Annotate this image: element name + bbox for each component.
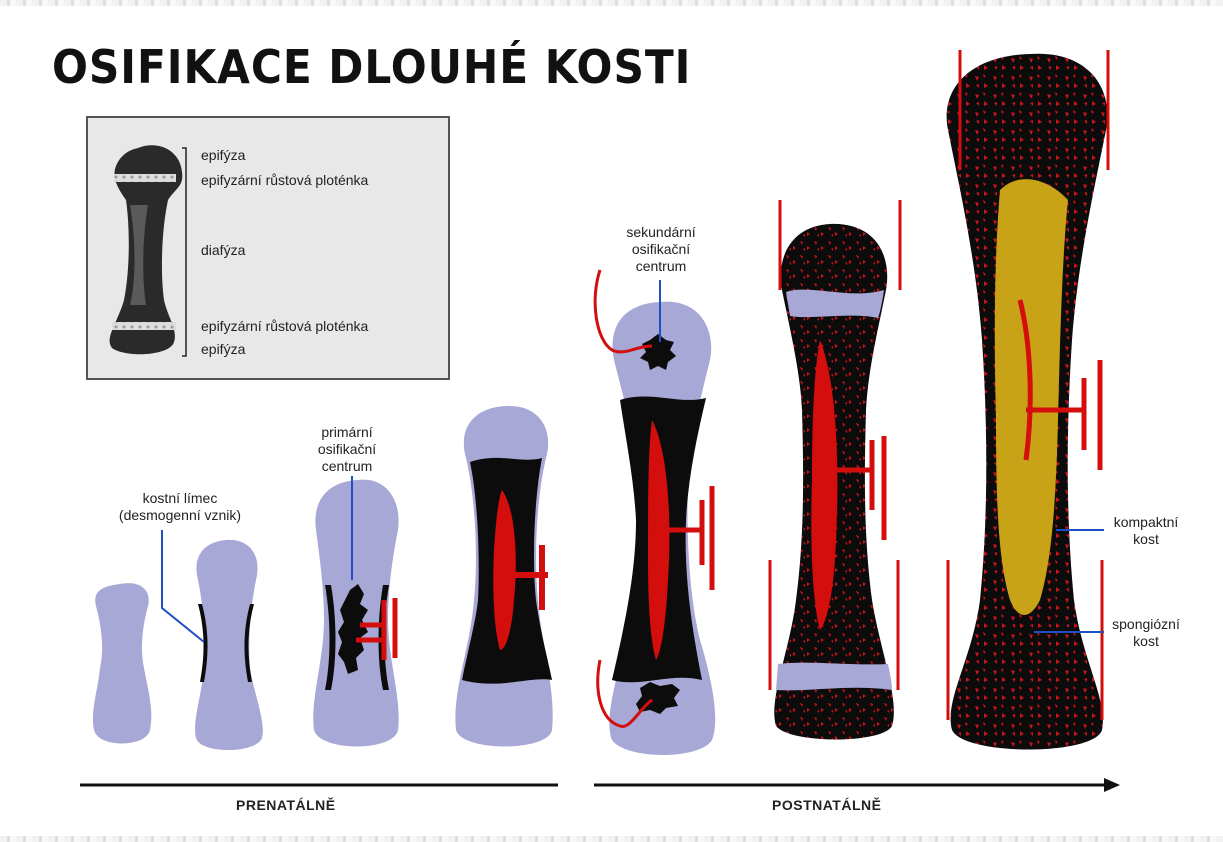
inset-label-growth-plate-top: epifyzární růstová ploténka	[201, 172, 368, 189]
inset-label-growth-plate-bottom: epifyzární růstová ploténka	[201, 318, 368, 335]
secondary-center-label: sekundární osifikační centrum	[606, 224, 716, 275]
bone-collar-label-line-2: (desmogenní vznik)	[100, 507, 260, 524]
spongy-bone-label-line-1: spongiózní	[1106, 616, 1186, 633]
prenatal-label: PRENATÁLNĚ	[236, 797, 336, 813]
inset-label-epiphysis-top: epifýza	[201, 147, 245, 164]
cartilage-model-stage-1	[93, 583, 151, 743]
diaphysis-ossification-stage-4	[455, 406, 552, 747]
primary-center-label: primární osifikační centrum	[302, 424, 392, 475]
adult-bone-stage-7	[947, 50, 1108, 750]
primary-center-label-line-2: osifikační	[302, 441, 392, 458]
inset-label-epiphysis-bottom: epifýza	[201, 341, 245, 358]
secondary-center-stage-5	[595, 270, 715, 755]
compact-bone-label-line-2: kost	[1106, 531, 1186, 548]
bone-collar-pointer	[162, 530, 204, 642]
timeline-arrowhead	[1104, 778, 1120, 792]
compact-bone-label: kompaktní kost	[1106, 514, 1186, 548]
bone-collar-label: kostní límec (desmogenní vznik)	[100, 490, 260, 524]
secondary-center-label-line-3: centrum	[606, 258, 716, 275]
secondary-center-label-line-1: sekundární	[606, 224, 716, 241]
growth-plate-stage-6	[770, 200, 900, 740]
primary-center-label-line-1: primární	[302, 424, 392, 441]
postnatal-label: POSTNATÁLNĚ	[772, 797, 881, 813]
secondary-center-label-line-2: osifikační	[606, 241, 716, 258]
inset-long-bone	[110, 145, 186, 356]
spongy-bone-label: spongiózní kost	[1106, 616, 1186, 650]
bone-collar-label-line-1: kostní límec	[100, 490, 260, 507]
compact-bone-label-line-1: kompaktní	[1106, 514, 1186, 531]
spongy-bone-label-line-2: kost	[1106, 633, 1186, 650]
inset-label-diaphysis: diafýza	[201, 242, 245, 259]
primary-center-label-line-3: centrum	[302, 458, 392, 475]
bone-collar-stage-2	[195, 540, 263, 750]
primary-center-stage-3	[313, 480, 398, 747]
